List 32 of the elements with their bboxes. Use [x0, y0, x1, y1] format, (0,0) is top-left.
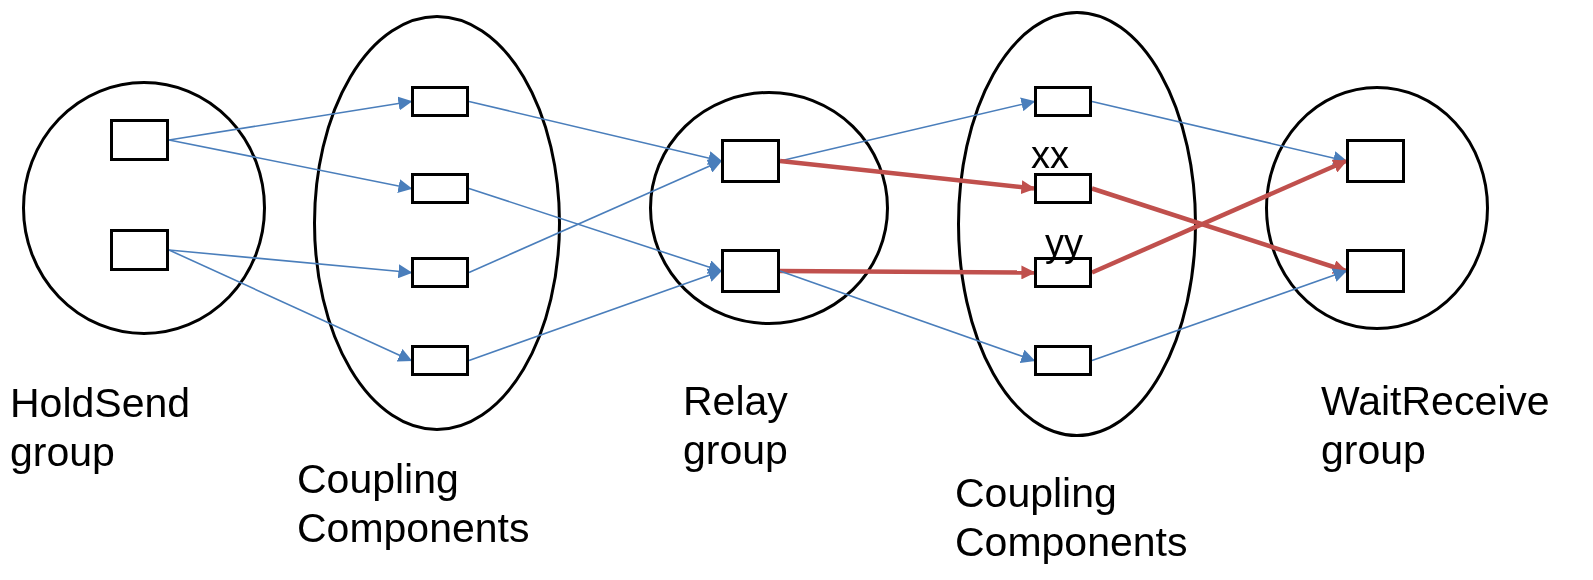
component-box [411, 86, 469, 117]
arrow [468, 159, 723, 274]
component-box [411, 257, 469, 288]
component-box [411, 345, 469, 376]
arrow [1091, 158, 1348, 275]
component-box [1346, 249, 1405, 293]
group-label: WaitReceive group [1321, 377, 1551, 476]
arrow [1091, 268, 1348, 362]
group-label: Coupling Components [955, 469, 1189, 568]
component-box [110, 229, 169, 271]
group-label: Coupling Components [297, 455, 531, 554]
arrow [168, 249, 413, 279]
arrow [780, 265, 1036, 280]
component-box [1346, 139, 1405, 183]
arrow [779, 270, 1036, 363]
component-box [110, 119, 169, 161]
arrow [779, 158, 1036, 195]
group-label: HoldSend group [10, 379, 192, 478]
arrow [168, 249, 413, 362]
arrow [468, 187, 723, 274]
component-box [411, 173, 469, 204]
arrow [468, 100, 723, 165]
group-label: Relay group [683, 377, 789, 476]
component-box [1034, 86, 1092, 117]
component-box [721, 139, 780, 183]
arrow [1091, 186, 1348, 274]
component-box [721, 249, 780, 293]
arrow [168, 139, 413, 193]
component-box [1034, 345, 1092, 376]
arrow [168, 96, 413, 141]
arrow [468, 268, 723, 362]
component-label: xx [1031, 136, 1069, 174]
